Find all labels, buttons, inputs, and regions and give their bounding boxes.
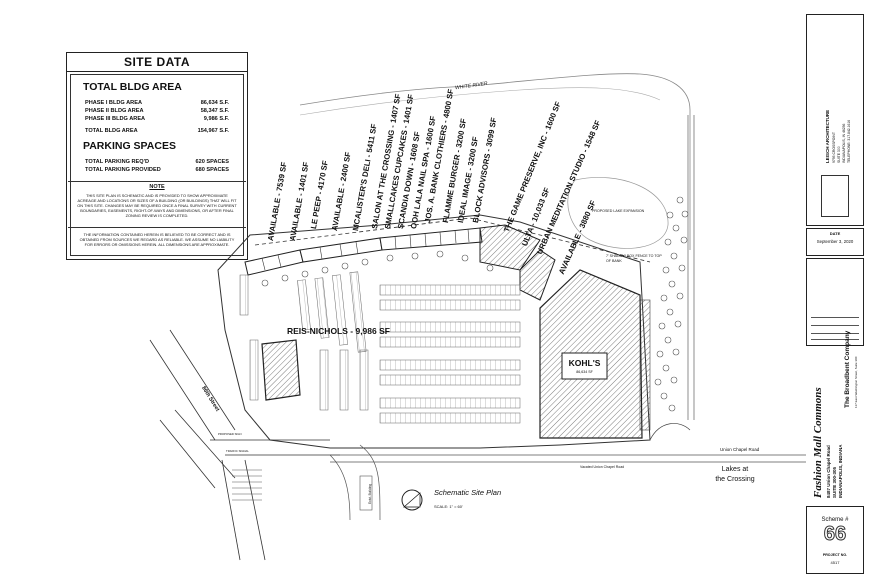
exist-building [359, 475, 373, 511]
parking-heading: PARKING SPACES [83, 140, 176, 152]
vacated-road-label: Vacated Union Chapel Road [580, 465, 625, 469]
scale-label: SCALE: 1" = 60' [434, 504, 463, 509]
lake-expansion-label: PROPOSED LAKE EXPANSION [592, 209, 645, 213]
site-data-title: SITE DATA [67, 53, 247, 72]
date-label: DATE [829, 231, 841, 236]
developer-address: 117 East Washington Street, Suite 300 [854, 356, 858, 408]
project-title-block: Fashion Mall Commons 8487 Union Chapel R… [806, 331, 862, 502]
crosswalk [232, 469, 262, 501]
fence-note-label: 7' SHADOW BOX FENCE TO TOP OF BANK [606, 254, 662, 263]
divider [68, 181, 246, 182]
parking-rows [239, 271, 521, 424]
lake-outline [567, 177, 669, 249]
river-boundary [299, 73, 691, 250]
traffic-signal-label: TRAFFIC SIGNAL [226, 449, 249, 453]
info-text: The information contained herein is beli… [79, 232, 235, 247]
kohls-sf-label: 86,634 SF [576, 370, 593, 374]
firm-block: LEISCH ARCHITECTURE 9795 CROSSPOINT SUIT… [806, 14, 864, 226]
project-address: INDIANAPOLIS, INDIANA [838, 444, 843, 498]
union-chapel-label: Union Chapel Road [720, 447, 760, 452]
firm-line: TELEPHONE: 317.842.1616 [847, 119, 851, 163]
note-title: NOTE [149, 184, 165, 190]
developer-name: The Broadbent Company [844, 330, 851, 408]
date-value: September 3, 2020 [816, 239, 854, 244]
project-address: 8487 Union Chapel Road [826, 445, 831, 498]
river-bank [299, 87, 661, 116]
firm-line: SUITE 300 [837, 146, 841, 163]
landscape-trees [261, 250, 494, 287]
street-86 [149, 329, 340, 561]
schematic-title: Schematic Site Plan [434, 488, 502, 497]
lakes-label-1: Lakes at [721, 466, 749, 473]
project-no: 4517 [830, 560, 840, 565]
reis-nichols-label: REIS-NICHOLS - 9,986 SF [287, 326, 390, 336]
scheme-block: Scheme # 66 PROJECT NO. 4517 [806, 506, 864, 574]
east-curve-road [649, 423, 691, 441]
firm-name: LEISCH ARCHITECTURE [825, 109, 830, 163]
project-no-label: PROJECT NO. [822, 553, 848, 557]
site-data-table: SITE DATA TOTAL BLDG AREA PHASE I BLDG A… [66, 52, 248, 260]
lakes-label-2: the Crossing [715, 476, 755, 483]
tree-line-east [654, 196, 689, 412]
bldg-area-heading: TOTAL BLDG AREA [83, 81, 182, 93]
exist-building-label: Exist. Building [368, 483, 373, 505]
scheme-label: Scheme # [821, 517, 849, 523]
date-block: DATE September 3, 2020 [806, 228, 864, 256]
kohls-label-box [561, 352, 608, 380]
north-arrow [401, 489, 423, 511]
site-boundary [217, 214, 651, 449]
scheme-number: 66 [823, 523, 847, 546]
firm-stamp [821, 175, 849, 217]
revision-block [806, 258, 864, 346]
note-text: This site plan is schematic and is provi… [77, 193, 237, 218]
proposed-sign-label: PROPOSED SIGN [218, 432, 242, 436]
project-address: SUITE 300-305 [832, 466, 837, 498]
firm-line: INDIANAPOLIS, IN 46256 [842, 123, 846, 163]
union-chapel-road [329, 444, 860, 521]
project-name: Fashion Mall Commons [812, 387, 824, 498]
divider [68, 227, 246, 228]
reis-nichols-building [261, 339, 301, 401]
retail-strip [244, 224, 556, 301]
kohls-label: KOHL'S [568, 358, 601, 368]
firm-line: 9795 CROSSPOINT [832, 132, 836, 163]
